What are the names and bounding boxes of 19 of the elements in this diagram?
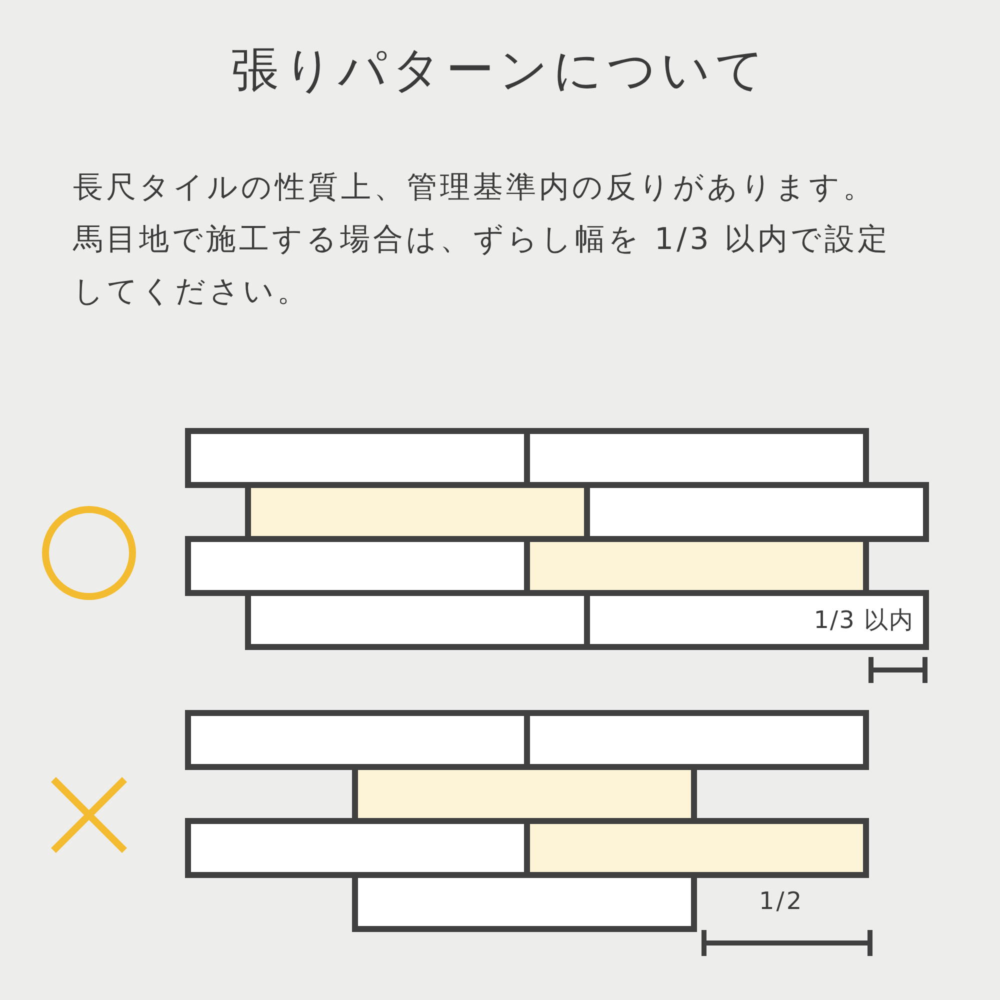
- tile: [248, 593, 587, 647]
- tile: [527, 539, 866, 593]
- tile: [188, 713, 527, 767]
- tile: [188, 431, 527, 485]
- description-text: 馬目地で施工する場合は、ずらし幅を 1/3 以内で設定してください。: [73, 221, 892, 311]
- tile: [248, 485, 587, 539]
- tile: [587, 485, 926, 539]
- dimension-label: 1/3 以内: [814, 605, 914, 635]
- tile: [188, 539, 527, 593]
- tile: [527, 431, 866, 485]
- tile: [355, 875, 694, 929]
- title: 張りパターンについて: [231, 41, 769, 100]
- tile: [587, 593, 926, 647]
- tile: [527, 713, 866, 767]
- tile: [527, 821, 866, 875]
- tile: [355, 767, 694, 821]
- dimension-label: 1/2: [759, 886, 804, 916]
- tile: [188, 821, 527, 875]
- description-text: 長尺タイルの性質上、管理基準内の反りがあります。: [73, 169, 876, 207]
